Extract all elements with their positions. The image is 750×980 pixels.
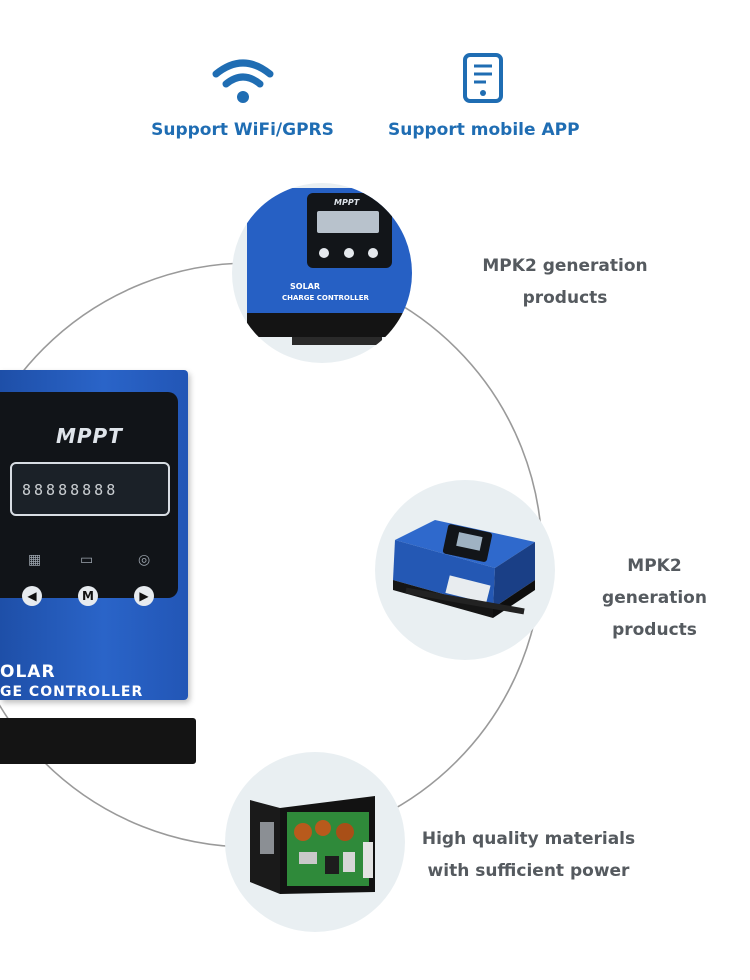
caption-front-view: MPK2 generation products <box>440 250 690 314</box>
small-solar-label: SOLAR <box>290 282 320 291</box>
caption-internal-board: High quality materials with sufficient p… <box>416 823 641 887</box>
caption-line: products <box>612 620 697 640</box>
feature-wifi: Support WiFi/GPRS <box>150 48 335 140</box>
feature-app: Support mobile APP <box>388 48 580 140</box>
caption-line: MPK2 generation products <box>482 256 648 308</box>
controller-base <box>0 718 196 764</box>
solar-label: OLAR <box>0 662 56 682</box>
small-brand-logo: MPPT <box>334 198 360 207</box>
front-view-photo: MPPT SOLAR CHARGE CONTROLLER <box>232 183 412 363</box>
caption-line: with sufficient power <box>427 861 630 881</box>
left-button: ◀ <box>22 586 42 606</box>
controller-body: MPPT 88888888 ▦ ▭ ◎ ◀ M ▶ OLAR GE CONTRO… <box>0 370 188 700</box>
lcd-digits: 88888888 <box>22 481 119 499</box>
caption-line: High quality materials <box>421 829 636 849</box>
small-controller-label: CHARGE CONTROLLER <box>282 294 370 302</box>
charge-controller-photo: MPPT 88888888 ▦ ▭ ◎ ◀ M ▶ OLAR GE CONTRO… <box>0 370 200 770</box>
feature-app-label: Support mobile APP <box>388 120 580 140</box>
right-button: ▶ <box>134 586 154 606</box>
brand-logo: MPPT <box>56 424 123 448</box>
menu-button: M <box>78 586 98 606</box>
lcd-display: 88888888 <box>10 462 170 516</box>
wifi-icon <box>150 48 335 104</box>
bulb-icon: ◎ <box>138 552 151 568</box>
mobile-phone-icon <box>388 48 578 104</box>
caption-side-view: MPK2 generation products <box>572 550 737 646</box>
internal-board-photo <box>225 752 405 932</box>
caption-line: MPK2 generation <box>602 556 707 608</box>
feature-wifi-label: Support WiFi/GPRS <box>151 120 334 140</box>
controller-label: GE CONTROLLER <box>0 684 144 700</box>
battery-icon: ▭ <box>80 552 94 568</box>
side-view-photo <box>375 480 555 660</box>
controller-panel: MPPT 88888888 ▦ ▭ ◎ ◀ M ▶ <box>0 392 178 606</box>
solar-panel-icon: ▦ <box>28 552 42 568</box>
